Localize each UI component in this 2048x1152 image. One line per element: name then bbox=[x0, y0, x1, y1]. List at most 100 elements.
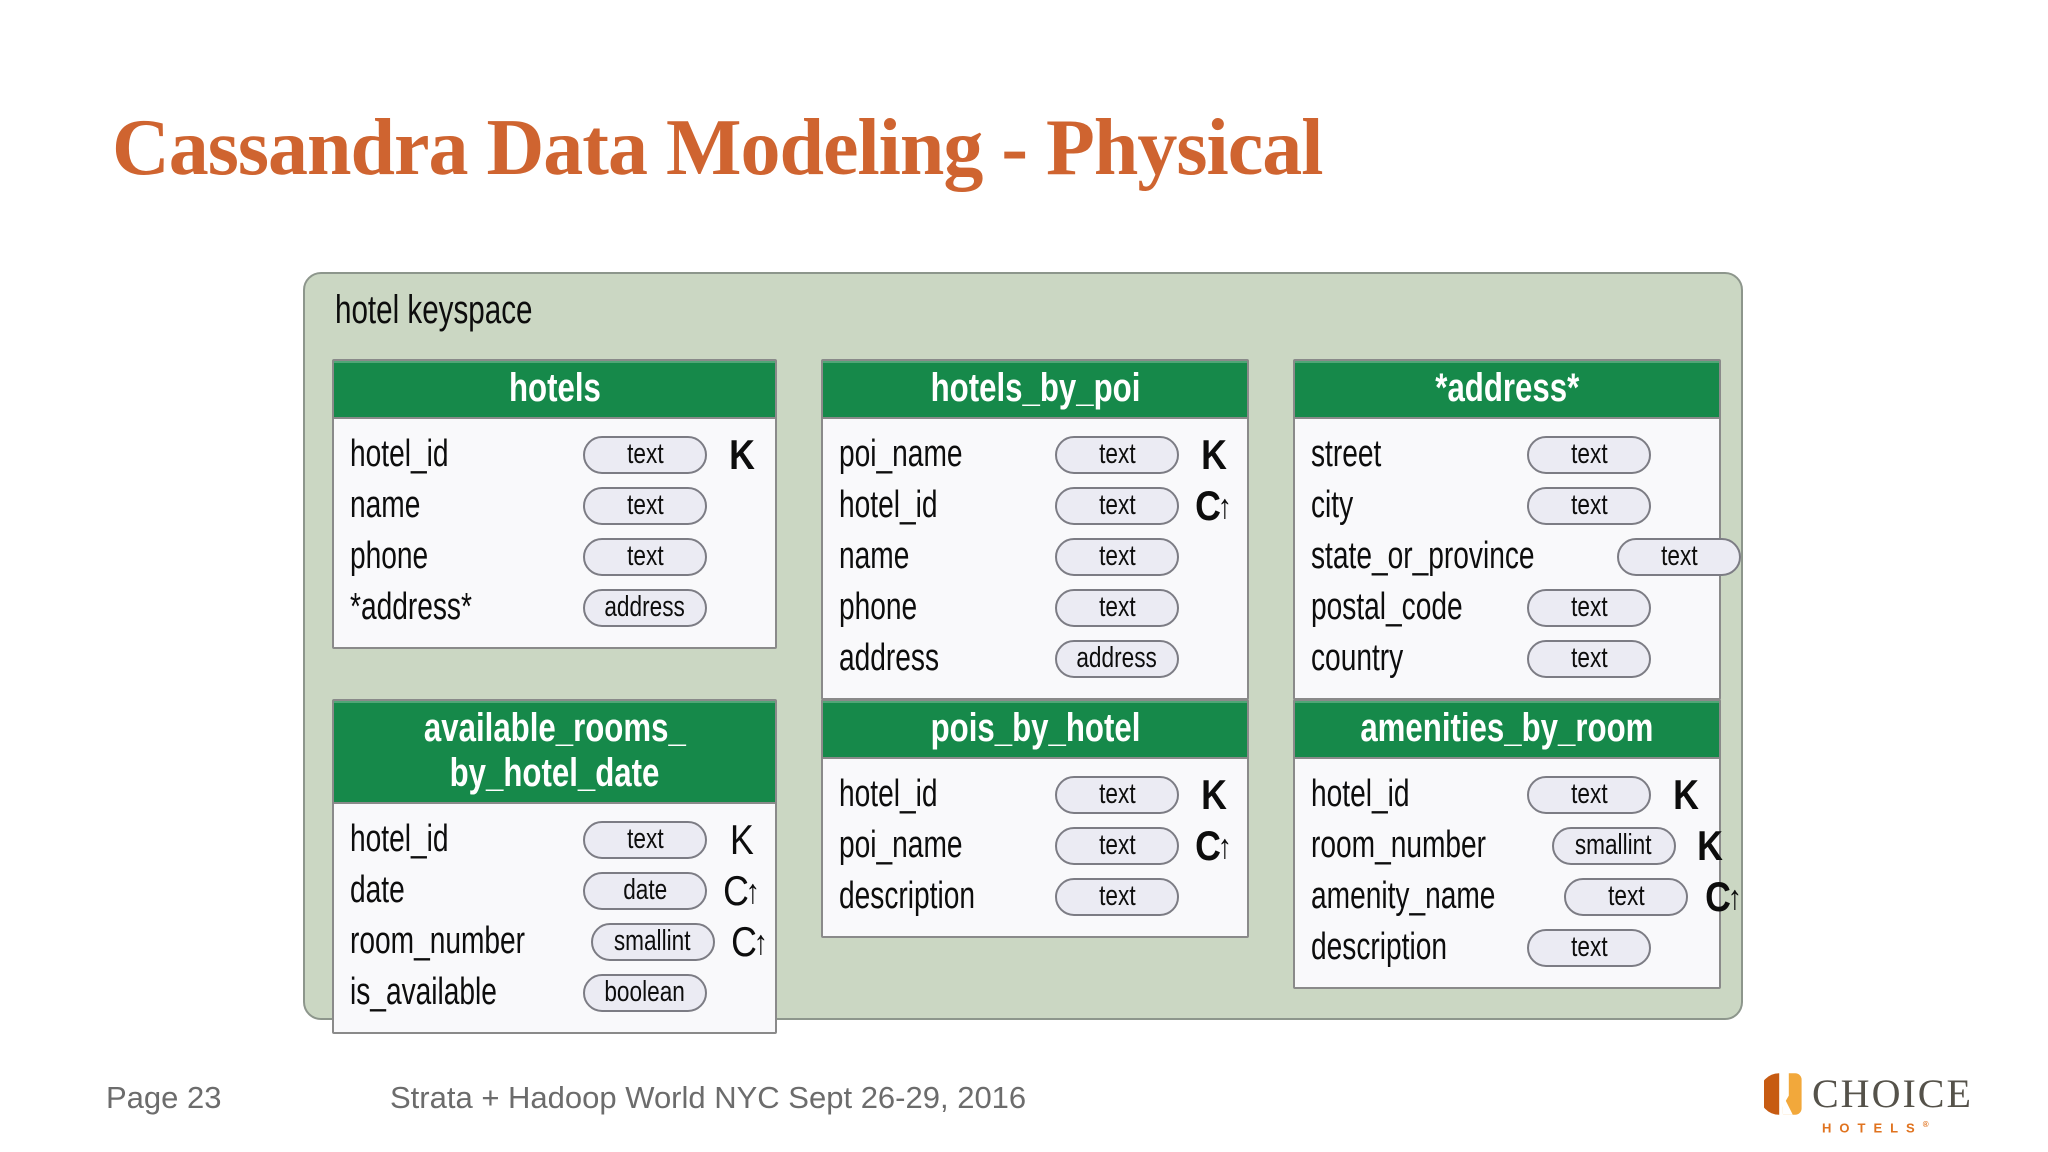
footer-page-number: Page 23 bbox=[106, 1080, 222, 1115]
field-name: address bbox=[839, 637, 940, 679]
type-pill: smallint bbox=[590, 922, 715, 961]
type-pill: text bbox=[1055, 486, 1179, 525]
registered-mark: ® bbox=[1922, 1120, 1929, 1129]
partition-key-indicator: K bbox=[1672, 770, 1699, 818]
field-name: street bbox=[1311, 433, 1382, 475]
table-address: *address* street text city text state_or_pro… bbox=[1293, 359, 1742, 700]
table-row: hotel_id text K bbox=[823, 769, 1247, 820]
table-row: *address* address bbox=[334, 582, 775, 633]
table-row: hotel_id text K bbox=[334, 814, 775, 865]
type-pill: text bbox=[1055, 826, 1179, 865]
field-name: date bbox=[350, 869, 405, 911]
field-name: postal_code bbox=[1311, 586, 1463, 628]
field-name: country bbox=[1311, 637, 1404, 679]
type-pill: boolean bbox=[583, 973, 707, 1012]
field-name: phone bbox=[350, 535, 429, 577]
partition-key-indicator: K bbox=[1200, 770, 1227, 818]
table-row: hotel_id text K bbox=[334, 429, 775, 480]
table-header: available_rooms_by_hotel_date bbox=[334, 701, 775, 804]
partition-key-indicator: K bbox=[729, 815, 754, 863]
field-name: hotel_id bbox=[350, 818, 449, 860]
table-available-rooms-by-hotel-date: available_rooms_by_hotel_date hotel_id te… bbox=[332, 699, 777, 1034]
partition-key-indicator: K bbox=[728, 430, 755, 478]
type-pill: text bbox=[1527, 486, 1651, 525]
table-row: country text bbox=[1295, 633, 1719, 684]
table-header: *address* bbox=[1295, 361, 1719, 419]
keyspace-label: hotel keyspace bbox=[335, 288, 533, 332]
ascending-arrow-icon: ↑ bbox=[745, 872, 760, 911]
type-pill: text bbox=[1527, 775, 1651, 814]
type-pill: text bbox=[583, 486, 707, 525]
partition-key-indicator: K bbox=[1200, 430, 1227, 478]
field-name: name bbox=[350, 484, 421, 526]
table-row: street text bbox=[1295, 429, 1719, 480]
choice-logo: CHOICE HOTELS® bbox=[1764, 1070, 1986, 1136]
field-name: amenity_name bbox=[1311, 875, 1496, 917]
table-header: pois_by_hotel bbox=[823, 701, 1247, 759]
clustering-key-indicator: C↑ bbox=[1195, 821, 1232, 869]
table-header: hotels_by_poi bbox=[823, 361, 1247, 419]
table-row: room_number smallint C↑ bbox=[334, 916, 775, 967]
choice-logo-mark-icon bbox=[1764, 1073, 1802, 1115]
table-row: city text bbox=[1295, 480, 1719, 531]
ascending-arrow-icon: ↑ bbox=[753, 923, 767, 962]
clustering-key-indicator: C↑ bbox=[730, 917, 768, 965]
type-pill: text bbox=[1527, 435, 1651, 474]
type-pill: text bbox=[1055, 435, 1179, 474]
clustering-key-indicator: C↑ bbox=[1704, 872, 1742, 920]
type-pill: address bbox=[1055, 639, 1179, 678]
choice-logo-subtext: HOTELS® bbox=[1822, 1120, 1929, 1136]
table-row: date date C↑ bbox=[334, 865, 775, 916]
table-header: hotels bbox=[334, 361, 775, 419]
field-name: state_or_province bbox=[1311, 535, 1535, 577]
field-name: name bbox=[839, 535, 910, 577]
type-pill: text bbox=[583, 820, 707, 859]
type-pill: date bbox=[583, 871, 707, 910]
table-row: hotel_id text K bbox=[1295, 769, 1719, 820]
page-title: Cassandra Data Modeling - Physical bbox=[112, 103, 1324, 192]
field-name: *address* bbox=[350, 586, 472, 628]
partition-key-indicator: K bbox=[1697, 821, 1724, 869]
field-name: poi_name bbox=[839, 433, 963, 475]
choice-logo-wordmark: CHOICE bbox=[1812, 1071, 1973, 1116]
field-name: is_available bbox=[350, 971, 497, 1013]
type-pill: text bbox=[1055, 775, 1179, 814]
type-pill: text bbox=[1564, 877, 1689, 916]
type-pill: text bbox=[1527, 928, 1651, 967]
type-pill: text bbox=[583, 537, 707, 576]
field-name: description bbox=[1311, 926, 1447, 968]
field-name: hotel_id bbox=[350, 433, 449, 475]
field-name: hotel_id bbox=[839, 773, 938, 815]
table-row: amenity_name text C↑ bbox=[1295, 871, 1742, 922]
field-name: hotel_id bbox=[1311, 773, 1410, 815]
field-name: description bbox=[839, 875, 975, 917]
type-pill: address bbox=[583, 588, 707, 627]
ascending-arrow-icon: ↑ bbox=[1217, 827, 1232, 866]
clustering-key-indicator: C↑ bbox=[723, 866, 760, 914]
table-row: is_available boolean bbox=[334, 967, 775, 1018]
table-row: name text bbox=[334, 480, 775, 531]
clustering-key-indicator: C↑ bbox=[1195, 481, 1232, 529]
type-pill: text bbox=[583, 435, 707, 474]
type-pill: smallint bbox=[1551, 826, 1676, 865]
field-name: city bbox=[1311, 484, 1354, 526]
field-name: room_number bbox=[350, 920, 526, 962]
type-pill: text bbox=[1527, 639, 1651, 678]
ascending-arrow-icon: ↑ bbox=[1727, 878, 1741, 917]
